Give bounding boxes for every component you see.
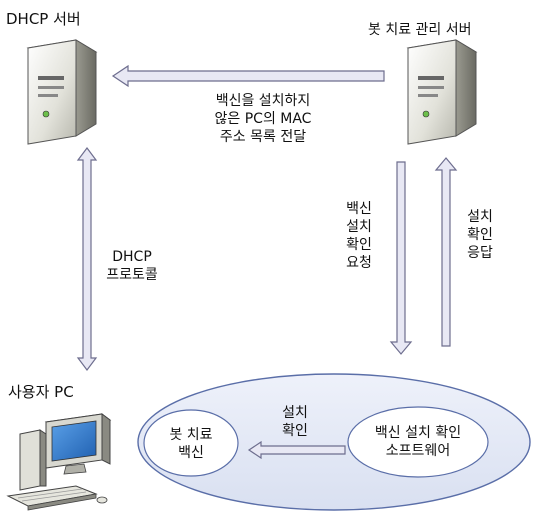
treatment-server-label: 봇 치료 관리 서버 [368,22,472,38]
install-check-line2: 확인 [282,423,308,439]
mac-list-line1: 백신을 설치하지 [215,93,311,109]
dhcp-protocol-arrow [76,147,98,371]
install-check-label: 설치 확인 [270,404,320,440]
install-check-request-arrow [389,161,413,355]
dhcp-protocol-line1: DHCP [112,249,152,265]
bot-vaccine-line2: 백신 [178,445,204,461]
install-check-request-line3: 확인 [346,237,372,253]
install-check-request-line4: 요청 [346,255,372,271]
bot-vaccine-line1: 봇 치료 [169,427,213,443]
install-check-request-label: 백신 설치 확인 요청 [339,200,379,272]
install-check-response-line2: 확인 [467,227,493,243]
install-check-response-label: 설치 확인 응답 [460,208,500,262]
install-check-request-line1: 백신 [346,201,372,217]
mac-list-line3: 주소 목록 전달 [219,129,307,145]
dhcp-server-label: DHCP 서버 [6,10,81,28]
install-check-response-line1: 설치 [467,209,493,225]
user-pc-icon [6,413,112,511]
dhcp-protocol-label: DHCP 프로토콜 [100,248,164,284]
install-check-response-line3: 응답 [467,245,493,261]
install-check-request-line2: 설치 [346,219,372,235]
treatment-server-icon [406,39,478,145]
check-software-line1: 백신 설치 확인 [374,425,462,441]
mac-list-label: 백신을 설치하지 않은 PC의 MAC 주소 목록 전달 [175,92,351,146]
install-check-arrow [247,440,346,460]
check-software-label: 백신 설치 확인 소프트웨어 [350,424,486,460]
mac-list-line2: 않은 PC의 MAC [214,111,312,127]
dhcp-protocol-line2: 프로토콜 [106,267,158,283]
install-check-line1: 설치 [282,405,308,421]
install-check-response-arrow [434,157,458,347]
bot-vaccine-label: 봇 치료 백신 [144,426,238,462]
check-software-line2: 소프트웨어 [385,443,451,459]
check-software-node [347,406,489,478]
bot-vaccine-node [143,409,239,477]
user-pc-label: 사용자 PC [8,383,74,401]
mac-list-arrow [111,64,385,88]
dhcp-server-icon [26,39,98,145]
